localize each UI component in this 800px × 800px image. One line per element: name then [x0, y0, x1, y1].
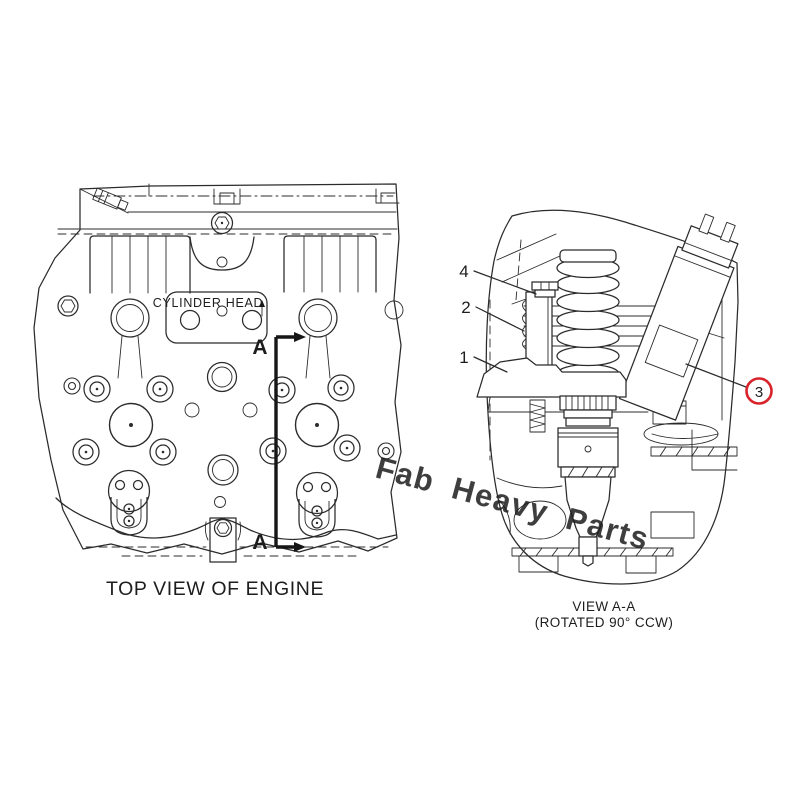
callout-1: 1: [459, 348, 508, 373]
callout-3-circle: [745, 377, 773, 405]
intake-fins: [89, 235, 377, 294]
callout-3: 3: [685, 363, 773, 405]
retainer-pin-spring: [529, 399, 546, 433]
callout-2: 2: [461, 298, 525, 332]
top-view-caption: TOP VIEW OF ENGINE: [106, 578, 324, 600]
section-letter-top: A: [252, 336, 267, 359]
injector-bores: [108, 402, 340, 448]
injector-body: [557, 395, 619, 567]
callout-2-number: 2: [461, 298, 470, 317]
valve-spring: [553, 249, 623, 391]
section-line-a-a: A A: [252, 332, 306, 554]
cylinder-head-label: CYLINDER HEAD: [153, 296, 264, 310]
clamp-bolt-part4: [531, 281, 559, 298]
injector-solenoid-part3: [618, 213, 739, 421]
callout-4: 4: [459, 262, 537, 295]
callout-3-number: 3: [755, 384, 763, 401]
section-letter-bottom: A: [252, 531, 267, 554]
corner-fitting: [92, 187, 129, 211]
bottom-edge-details: [55, 497, 397, 563]
view-aa-caption-line1: VIEW A-A: [572, 599, 635, 614]
view-aa-figure: 4 2 1 3 VIEW A-A (ROTATED 90° CCW): [459, 209, 773, 630]
valve-circles: [63, 361, 395, 508]
head-bolt-icon: [210, 211, 234, 235]
view-aa-caption-line2: (ROTATED 90° CCW): [535, 615, 673, 630]
callout-4-number: 4: [459, 262, 468, 281]
top-view-figure: CYLINDER HEAD: [33, 183, 404, 600]
top-band: [57, 183, 400, 235]
rocker-bosses: [57, 295, 404, 379]
callout-1-number: 1: [459, 348, 468, 367]
cylinder-head-label-plate: [165, 291, 268, 344]
cylinder-head-outline: [33, 183, 402, 555]
